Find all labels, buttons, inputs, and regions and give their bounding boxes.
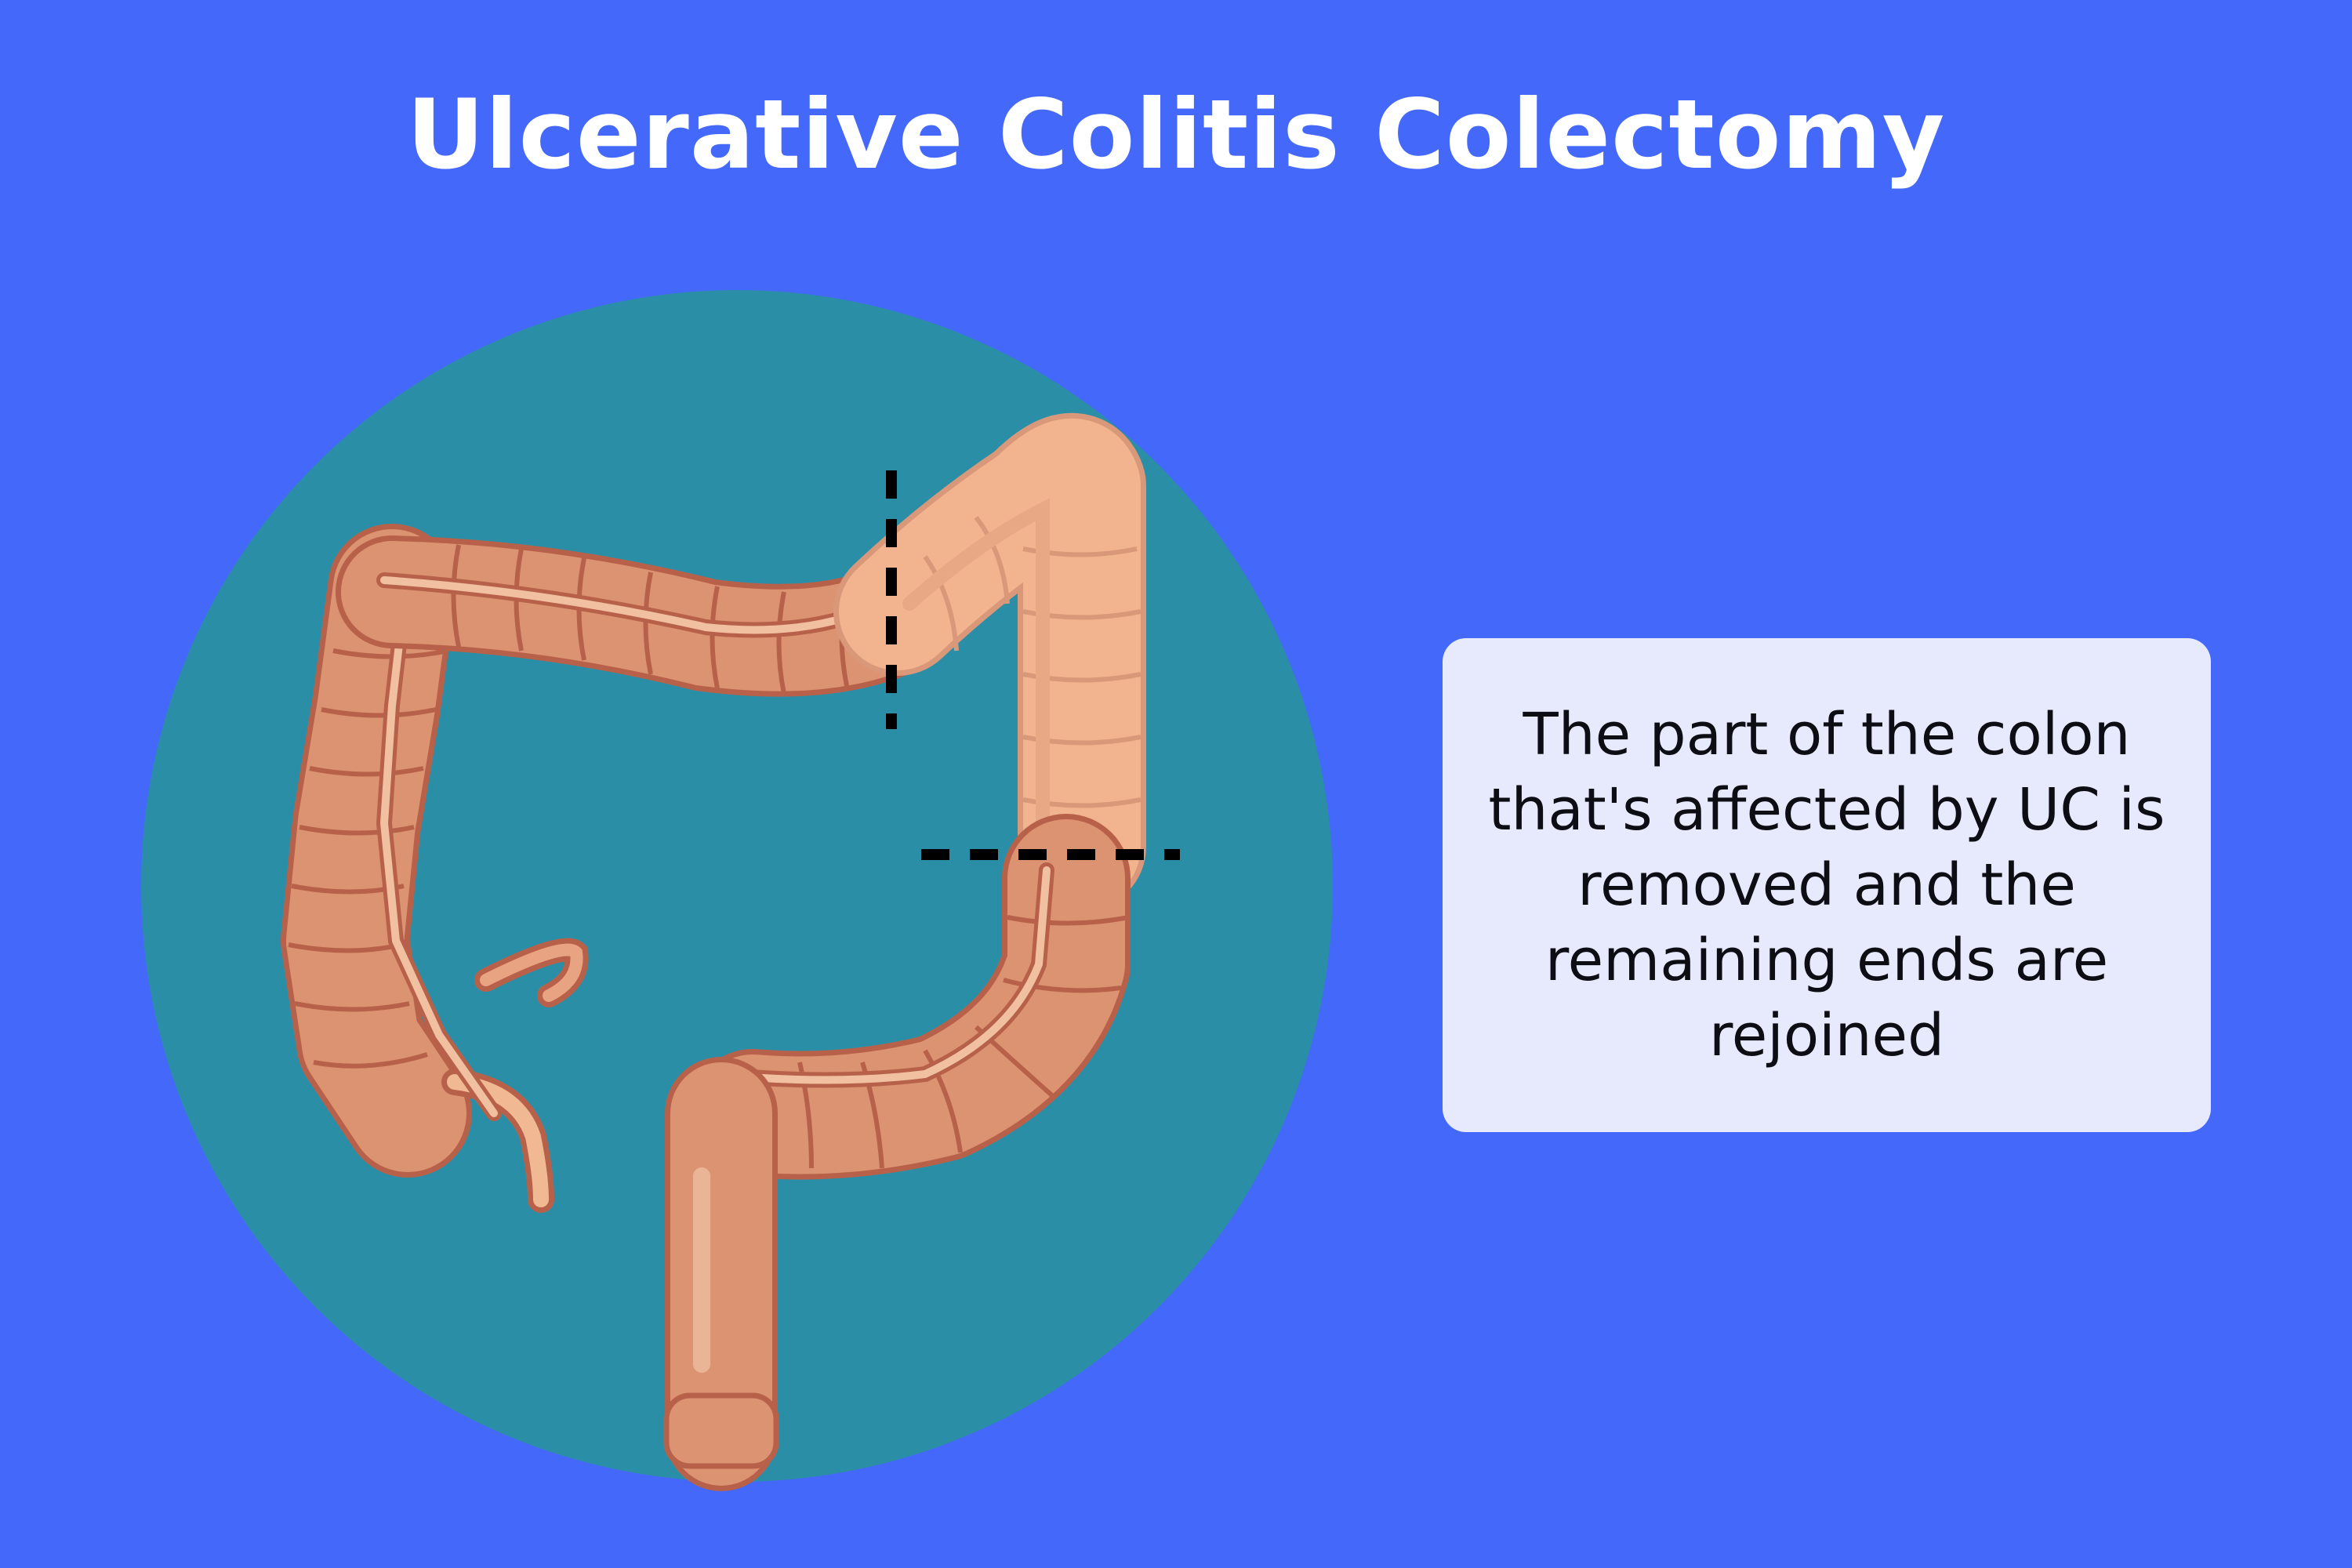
sigmoid-colon-icon [688, 814, 1131, 1180]
transverse-colon-icon [336, 535, 950, 697]
info-card-text: The part of the colon that's affected by… [1488, 701, 2165, 1069]
removed-colon-section-icon [833, 413, 1146, 911]
rectum-icon [663, 1057, 779, 1491]
page-title: Ulcerative Colitis Colectomy [406, 79, 1946, 191]
info-card: The part of the colon that's affected by… [1443, 638, 2211, 1132]
ascending-colon-icon [281, 524, 589, 1213]
